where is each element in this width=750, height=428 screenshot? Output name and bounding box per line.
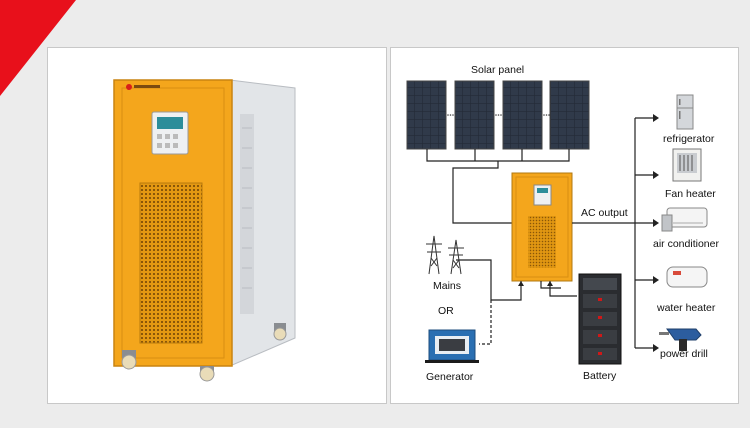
load-label-refrigerator: refrigerator <box>663 133 715 145</box>
solar-panel-2 <box>454 80 495 150</box>
system-diagram-panel: Solar panel AC output Mains OR Generator… <box>390 47 739 404</box>
solar-panel-array <box>406 80 590 150</box>
solar-panel-4 <box>549 80 590 150</box>
battery-icon <box>578 273 622 365</box>
load-label-water-heater: water heater <box>657 302 716 314</box>
solar-panel-1 <box>406 80 447 150</box>
load-label-air-conditioner: air conditioner <box>653 238 719 250</box>
inverter-illustration <box>113 79 296 382</box>
solar-panel-3 <box>502 80 543 150</box>
battery-label: Battery <box>583 370 617 382</box>
inverter-unit <box>511 172 573 282</box>
load-label-power-drill: power drill <box>660 348 708 360</box>
generator-label: Generator <box>426 371 474 383</box>
wiring-diagram <box>406 80 708 365</box>
mains-label: Mains <box>433 280 462 292</box>
solar-wiring <box>426 149 570 224</box>
product-photo-panel <box>47 47 387 404</box>
ac-output-label: AC output <box>581 207 628 219</box>
air-conditioner-icon <box>661 207 708 232</box>
power-drill-icon <box>659 328 702 351</box>
solar-panel-label: Solar panel <box>471 64 525 76</box>
or-label: OR <box>438 305 454 317</box>
load-label-fan-heater: Fan heater <box>665 188 716 200</box>
water-heater-icon <box>666 266 708 288</box>
ac-output-wiring <box>572 117 653 349</box>
transmission-tower-icon <box>426 235 464 275</box>
refrigerator-icon <box>676 94 694 130</box>
fan-heater-icon <box>672 148 702 182</box>
generator-icon <box>425 329 479 363</box>
